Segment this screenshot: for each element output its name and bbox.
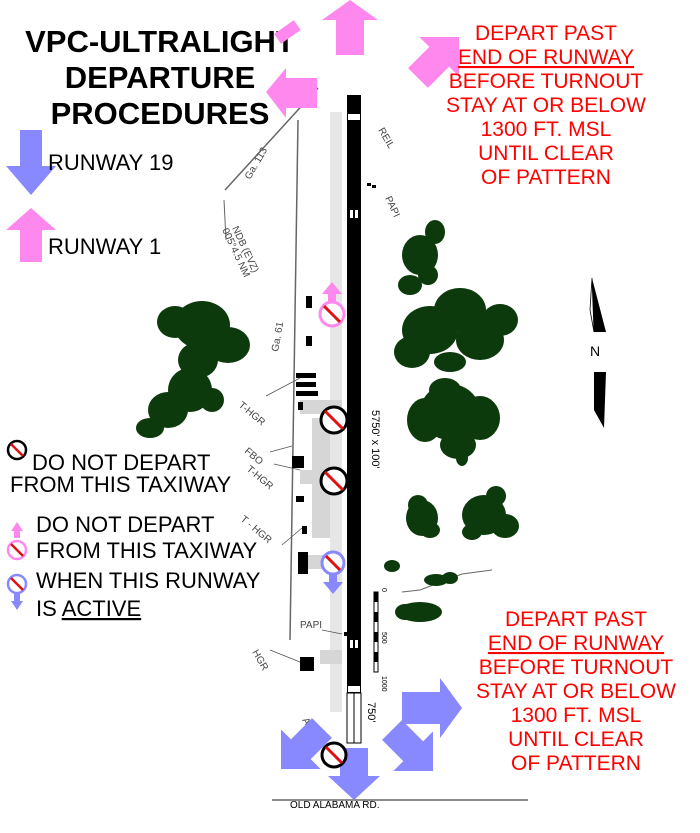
no-depart-symbol-rwy19 — [320, 550, 346, 594]
legend-runway19: RUNWAY 19 — [48, 150, 174, 175]
legend-runway1: RUNWAY 1 — [48, 234, 161, 259]
no-depart-symbol-2 — [319, 466, 349, 496]
legend-active-word: ACTIVE — [62, 596, 141, 621]
tree-east-1 — [398, 220, 445, 295]
legend-active-line1: DO NOT DEPART — [36, 512, 214, 537]
ga61-road — [289, 119, 299, 641]
taxiway-connector-4 — [320, 650, 342, 664]
instr-top-7: OF PATTERN — [481, 166, 611, 189]
threshold-19 — [348, 114, 360, 120]
reil-label: REIL — [375, 126, 396, 151]
papi-north-label: PAPI — [382, 195, 401, 220]
fbo-label: FBO — [242, 446, 265, 468]
instr-top-4: STAY AT OR BELOW — [446, 94, 646, 117]
instr-top-1: DEPART PAST — [475, 22, 617, 45]
scale-0: 0 — [380, 588, 387, 592]
instr-top-2: END OF RUNWAY — [458, 46, 634, 69]
instr-bottom-6: UNTIL CLEAR — [508, 728, 644, 751]
ga61-label: Ga. 61 — [270, 321, 286, 353]
north-arrow: N — [589, 277, 606, 428]
instructions-bottom: DEPART PAST END OF RUNWAY BEFORE TURNOUT… — [476, 608, 676, 775]
pink-arrow-west — [266, 68, 317, 118]
blue-arrow-southwest — [280, 718, 332, 770]
legend-no-depart-line1: DO NOT DEPART — [32, 450, 210, 475]
legend-active-is: IS — [36, 596, 62, 621]
instr-bottom-2: END OF RUNWAY — [488, 632, 664, 655]
instructions-top: DEPART PAST END OF RUNWAY BEFORE TURNOUT… — [446, 22, 646, 189]
legend-no-depart-line2: FROM THIS TAXIWAY — [10, 472, 232, 497]
north-label: N — [590, 343, 600, 359]
no-depart-icon — [6, 439, 28, 461]
no-depart-active-blue-icon — [6, 573, 28, 610]
no-depart-symbol-3 — [320, 741, 348, 769]
blue-arrow-east — [402, 678, 462, 738]
runway-19-number: 19 — [348, 93, 360, 105]
scale-500: 500 — [380, 632, 387, 644]
thgr-label-2: T-HGR — [244, 464, 275, 492]
ndb-course-line — [223, 199, 227, 241]
instr-bottom-5: 1300 FT. MSL — [511, 704, 642, 727]
scale-bar: 0 500 1000 — [373, 588, 387, 692]
title-line-1: VPC-ULTRALIGHT — [25, 24, 295, 59]
legend-active-line2: FROM THIS TAXIWAY — [36, 538, 258, 563]
no-depart-symbol-rwy1-north — [318, 282, 346, 328]
threshold-1 — [348, 686, 360, 692]
scale-1000: 1000 — [380, 676, 387, 692]
pink-arrow-north — [322, 0, 378, 55]
tree-east-4 — [406, 495, 440, 538]
runway-dimensions: 5750' x 100' — [369, 410, 381, 469]
tree-east-3 — [407, 378, 500, 466]
instr-top-6: UNTIL CLEAR — [478, 142, 614, 165]
tree-east-6 — [384, 560, 458, 622]
tree-east-5 — [462, 486, 519, 540]
pink-arrow-northwest — [274, 20, 301, 50]
tree-west — [136, 301, 250, 438]
blue-down-arrow-icon — [6, 130, 56, 195]
no-depart-symbol-1 — [319, 405, 349, 435]
buildings — [292, 183, 376, 671]
pink-arrow-northeast — [408, 36, 460, 88]
tree-east-2 — [394, 288, 518, 372]
runway1-departure-arrows — [266, 0, 460, 118]
hgr-label: HGR — [249, 648, 270, 673]
instr-bottom-3: BEFORE TURNOUT — [479, 656, 674, 679]
instr-bottom-4: STAY AT OR BELOW — [476, 680, 676, 703]
runway-strip — [347, 95, 361, 693]
map-restriction-symbols — [318, 282, 349, 769]
instr-top-3: BEFORE TURNOUT — [449, 70, 644, 93]
instr-bottom-7: OF PATTERN — [511, 752, 641, 775]
runway: 19 1 5750' x 100' — [346, 93, 381, 781]
runway19-departure-arrows — [280, 678, 462, 800]
legend-active-line3: WHEN THIS RUNWAY — [36, 568, 261, 593]
legend: RUNWAY 19 RUNWAY 1 DO NOT DEPART FROM TH… — [6, 130, 261, 621]
legend-active-line4: IS ACTIVE — [36, 596, 141, 621]
instr-top-5: 1300 FT. MSL — [481, 118, 612, 141]
ga113-label: Ga. 113 — [243, 145, 270, 181]
road-label: OLD ALABAMA RD. — [290, 800, 379, 811]
blue-arrow-southeast — [382, 720, 434, 772]
instr-bottom-1: DEPART PAST — [505, 608, 647, 631]
thgr-label-1: T-HGR — [236, 400, 267, 428]
dist-750-label: 750' — [365, 702, 377, 722]
trees — [136, 220, 519, 622]
papi-south-label: PAPI — [300, 620, 322, 631]
title-line-2: DEPARTURE — [65, 60, 256, 95]
no-depart-active-pink-icon — [6, 522, 28, 561]
title-line-3: PROCEDURES — [51, 96, 270, 131]
title-block: VPC-ULTRALIGHT DEPARTURE PROCEDURES — [24, 23, 296, 132]
pink-up-arrow-icon — [6, 208, 56, 262]
